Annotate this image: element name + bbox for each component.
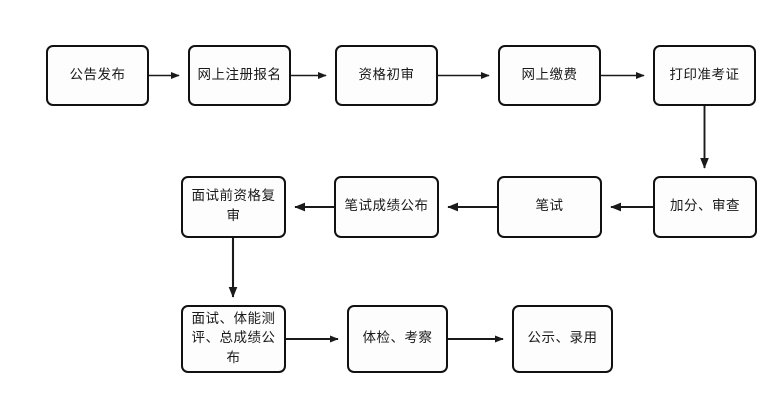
flow-node-label: 网上注册报名 [197, 66, 282, 83]
flow-node-wangshang-zhuce-baoming[interactable]: 网上注册报名 [188, 45, 291, 106]
flow-node-bishi[interactable]: 笔试 [497, 176, 602, 238]
flow-node-mianshiqian-zige-fushen[interactable]: 面试前资格复审 [181, 176, 286, 238]
flow-node-label: 网上缴费 [521, 66, 578, 83]
flow-node-label: 面试前资格复审 [191, 188, 276, 224]
flow-node-label: 资格初审 [358, 66, 415, 83]
flow-node-dayin-zhunkaozheng[interactable]: 打印准考证 [653, 45, 756, 106]
flow-node-zige-chushen[interactable]: 资格初审 [335, 45, 438, 106]
flow-node-label: 公告发布 [69, 66, 126, 83]
flow-node-mianshi-tineng-ceping-zongchengji-gongbu[interactable]: 面试、体能测评、总成绩公布 [181, 305, 286, 373]
flow-node-label: 体检、考察 [362, 330, 433, 347]
flow-node-label: 笔试 [535, 198, 564, 215]
flow-node-wangshang-jiaofei[interactable]: 网上缴费 [498, 45, 601, 106]
flow-node-jiafen-shencha[interactable]: 加分、审查 [653, 176, 757, 238]
flow-node-gongshi-luyong[interactable]: 公示、录用 [512, 305, 613, 373]
flow-node-label: 打印准考证 [669, 66, 740, 83]
flow-node-tijian-kaocha[interactable]: 体检、考察 [347, 305, 448, 373]
flow-node-label: 笔试成绩公布 [344, 198, 429, 215]
flow-node-gonggao-fabu[interactable]: 公告发布 [46, 45, 149, 106]
flow-node-label: 公示、录用 [527, 330, 598, 347]
flow-node-label: 加分、审查 [670, 198, 740, 215]
flow-node-bishi-chengji-gongbu[interactable]: 笔试成绩公布 [334, 176, 439, 238]
flow-node-label: 面试、体能测评、总成绩公布 [191, 310, 276, 366]
